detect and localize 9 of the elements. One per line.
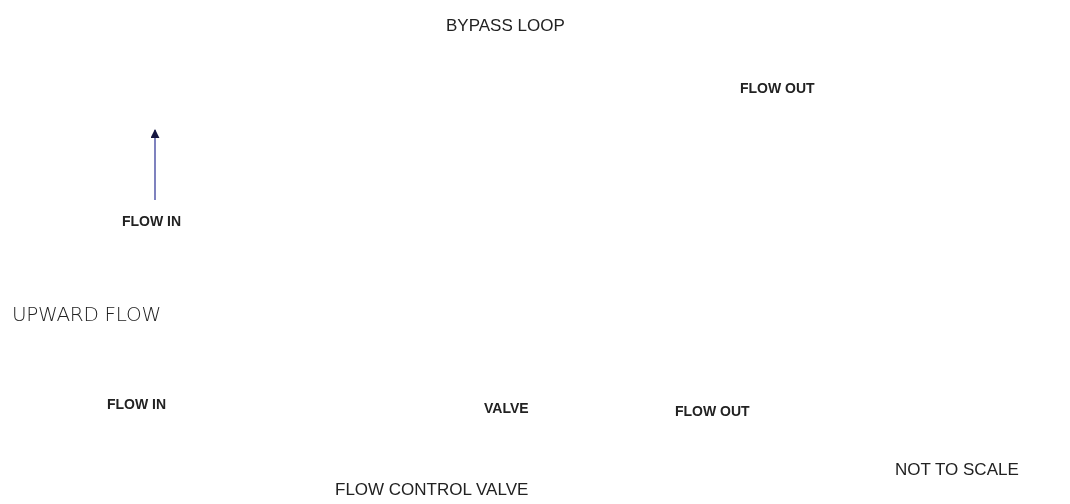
section-label: UPWARD FLOW	[12, 304, 161, 324]
flow-label: FLOW IN	[107, 397, 167, 411]
component-label: VALVE	[484, 401, 529, 415]
scale-note: NOT TO SCALE	[895, 461, 1019, 478]
loop-label: BYPASS LOOP	[446, 17, 565, 34]
flow-label: FLOW OUT	[675, 404, 750, 418]
flow-label: FLOW IN	[122, 214, 182, 228]
section-label: FLOW CONTROL VALVE	[335, 481, 529, 498]
flow-label: FLOW OUT	[740, 81, 815, 95]
